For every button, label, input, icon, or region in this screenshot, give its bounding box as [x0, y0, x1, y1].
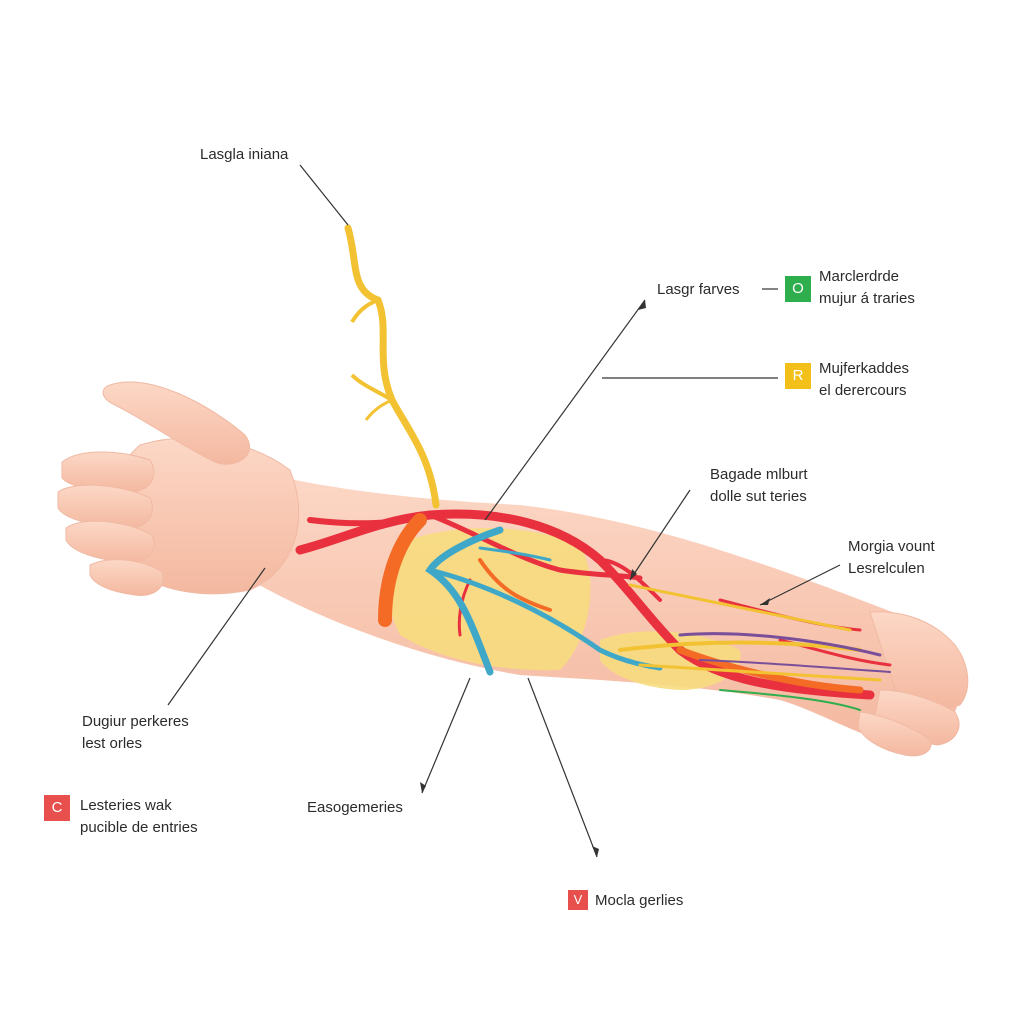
leader-center-top: [484, 299, 646, 521]
finger-3: [65, 520, 155, 563]
label-center-top: Lasgr farves: [657, 281, 740, 298]
leader-left-middle: [167, 567, 266, 706]
badge-yellow: R: [785, 363, 811, 389]
label-right-top: Marclerdrde mujur á traries: [819, 268, 915, 307]
left-hand: [57, 381, 300, 597]
forearm-skin: [250, 470, 961, 746]
badge-green: O: [785, 276, 811, 302]
label-top-left: Lasgla iniana: [200, 146, 289, 163]
finger-4: [89, 559, 164, 597]
muscle-region-right: [600, 631, 741, 690]
distal-vessels: [618, 583, 891, 711]
label-bottom-center: Easogemeries: [307, 799, 403, 816]
leader-top-left: [299, 164, 349, 226]
label-bottom-left: Lesteries wak pucible de entries: [80, 797, 198, 836]
right-hand: [857, 611, 969, 757]
label-left-middle: Dugiur perkeres lest orles: [82, 713, 189, 752]
vein-network: [425, 526, 663, 676]
label-bottom-right: Mocla gerlies: [595, 892, 684, 909]
label-middle-right: Bagade mlburt dolle sut teries: [710, 466, 808, 505]
leader-bottom-center: [421, 677, 471, 794]
leader-bottom-right: [527, 677, 598, 858]
main-nerve: [344, 224, 440, 509]
leader-middle-right: [629, 489, 691, 581]
badge-red-left: C: [44, 795, 70, 821]
thumb: [102, 381, 251, 465]
leader-lines: [167, 164, 841, 858]
finger-2: [57, 484, 153, 529]
arrowheads: [420, 300, 770, 857]
label-far-right: Morgia vount Lesrelculen: [848, 538, 935, 577]
badge-red-bottom: V: [568, 890, 588, 910]
leader-far-right: [759, 564, 841, 606]
label-right-second: Mujferkaddes el derercours: [819, 360, 910, 399]
